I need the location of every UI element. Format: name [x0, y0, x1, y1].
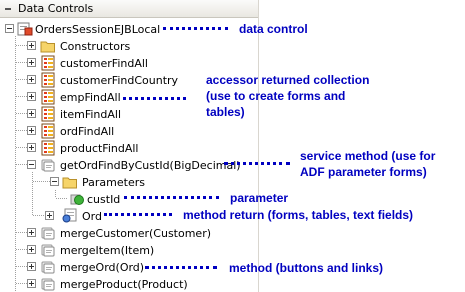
- tree-item-constructors[interactable]: Constructors: [60, 40, 131, 53]
- expand-toggle[interactable]: [27, 109, 36, 118]
- method-icon: [40, 242, 56, 258]
- annotation-leader: [104, 213, 172, 216]
- annotation-accessor-line2: (use to create forms and: [206, 89, 346, 103]
- annotation-method-return: method return (forms, tables, text field…: [183, 208, 414, 222]
- annotation-method: method (buttons and links): [229, 261, 383, 275]
- method-icon: [40, 225, 56, 241]
- data-controls-panel: Data Controls OrdersS: [0, 0, 259, 292]
- annotation-leader: [123, 97, 186, 100]
- tree-item-merge-method[interactable]: mergeProduct(Product): [60, 278, 188, 291]
- expand-toggle[interactable]: [27, 75, 36, 84]
- collection-icon: [40, 89, 56, 105]
- expand-toggle[interactable]: [27, 262, 36, 271]
- method-return-icon: [62, 208, 77, 223]
- folder-icon: [40, 38, 56, 54]
- tree-item-merge-method[interactable]: mergeCustomer(Customer): [60, 227, 212, 240]
- expand-toggle[interactable]: [27, 92, 36, 101]
- collection-icon: [40, 55, 56, 71]
- tree-item-collection[interactable]: productFindAll: [60, 142, 139, 155]
- annotation-accessor-line1: accessor returned collection: [206, 73, 370, 87]
- tree-item-collection[interactable]: itemFindAll: [60, 108, 122, 121]
- tree-item-collection[interactable]: empFindAll: [60, 91, 121, 104]
- annotation-leader: [163, 27, 228, 30]
- expand-toggle[interactable]: [27, 279, 36, 288]
- annotation-service-line1: service method (use for: [300, 149, 436, 163]
- collapse-toggle[interactable]: [27, 160, 36, 169]
- collapse-toggle[interactable]: [50, 177, 59, 186]
- panel-header: Data Controls: [0, 0, 258, 18]
- expand-toggle[interactable]: [27, 41, 36, 50]
- tree-item-parameters[interactable]: Parameters: [82, 176, 145, 189]
- collection-icon: [40, 123, 56, 139]
- collection-icon: [40, 106, 56, 122]
- tree-item-collection[interactable]: ordFindAll: [60, 125, 115, 138]
- annotation-parameter: parameter: [230, 191, 289, 205]
- panel-title: Data Controls: [18, 2, 94, 15]
- folder-icon: [62, 174, 78, 190]
- expand-toggle[interactable]: [27, 58, 36, 67]
- annotation-leader: [224, 162, 290, 165]
- tree-item-merge-method[interactable]: mergeOrd(Ord): [60, 261, 145, 274]
- annotation-leader: [145, 266, 217, 269]
- tree-root-label[interactable]: OrdersSessionEJBLocal: [35, 23, 161, 36]
- parameter-icon: [70, 194, 84, 205]
- annotation-service-line2: ADF parameter forms): [300, 165, 427, 179]
- tree-item-method[interactable]: getOrdFindByCustId(BigDecimal): [60, 159, 241, 172]
- tree-item-parameter[interactable]: custId: [87, 193, 121, 206]
- tree-item-merge-method[interactable]: mergeItem(Item): [60, 244, 155, 257]
- tree-item-collection[interactable]: customerFindAll: [60, 57, 148, 70]
- expand-toggle[interactable]: [27, 228, 36, 237]
- annotation-accessor-line3: tables): [206, 105, 245, 119]
- collapse-toggle[interactable]: [5, 24, 14, 33]
- method-icon: [40, 276, 56, 292]
- tree-item-collection[interactable]: customerFindCountry: [60, 74, 179, 87]
- expand-toggle[interactable]: [27, 143, 36, 152]
- method-icon: [40, 157, 56, 173]
- expand-toggle[interactable]: [27, 245, 36, 254]
- tree-item-method-return[interactable]: Ord: [82, 210, 102, 223]
- method-icon: [40, 259, 56, 275]
- expand-toggle[interactable]: [45, 211, 54, 220]
- collection-icon: [40, 72, 56, 88]
- data-control-icon: [17, 22, 33, 36]
- collection-icon: [40, 140, 56, 156]
- annotation-leader: [124, 196, 219, 199]
- expand-toggle[interactable]: [27, 126, 36, 135]
- minimize-icon[interactable]: [5, 8, 11, 10]
- annotation-data-control: data control: [239, 22, 308, 36]
